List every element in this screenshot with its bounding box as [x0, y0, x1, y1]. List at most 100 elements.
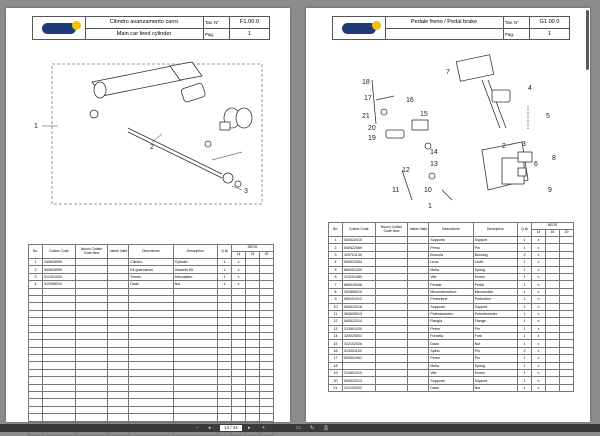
fit-page-icon[interactable]: ▭	[296, 425, 301, 431]
table-cell: Potentiometer	[472, 309, 518, 319]
table-row-empty	[28, 398, 275, 407]
table-cell	[128, 413, 174, 422]
table-cell	[216, 391, 232, 400]
table-row-empty	[28, 309, 275, 319]
table-cell	[407, 376, 430, 385]
table-cell	[374, 346, 409, 356]
table-cell	[407, 309, 430, 319]
table-cell	[107, 413, 130, 422]
table-cell	[407, 250, 430, 260]
table-cell: 1	[516, 265, 532, 274]
col-neos-16: 16	[544, 229, 560, 237]
table-cell	[28, 398, 43, 407]
table-cell	[244, 413, 260, 422]
table-cell: x	[530, 361, 546, 371]
table-cell	[558, 339, 575, 348]
table-cell: 310601010	[342, 369, 376, 378]
table-cell: 14	[328, 332, 343, 341]
table-cell	[544, 339, 560, 348]
table-cell	[374, 339, 409, 348]
next-page-icon[interactable]: ▸	[248, 425, 251, 431]
table-cell: Support	[472, 235, 518, 245]
print-icon[interactable]: ⎙	[324, 425, 329, 431]
table-cell: 320020001	[342, 332, 376, 341]
table-cell: x	[530, 295, 546, 304]
table-cell: Supporto	[428, 376, 474, 385]
table-cell	[558, 346, 575, 356]
table-cell	[230, 391, 246, 400]
table-cell	[258, 405, 275, 415]
table-row-empty	[28, 368, 275, 378]
table-cell	[544, 272, 560, 282]
table-cell	[216, 361, 232, 370]
table-cell	[42, 331, 76, 341]
table-row-empty	[28, 331, 275, 341]
table-cell	[74, 361, 109, 370]
table-cell: Gaskets Kit	[172, 265, 218, 274]
table-cell	[172, 376, 218, 385]
callout-21: 21	[362, 113, 370, 120]
table-row-empty	[28, 287, 275, 296]
table-cell: 6	[328, 272, 343, 282]
callout-19: 19	[368, 135, 376, 142]
table-cell	[28, 391, 43, 400]
scrollbar-thumb[interactable]	[586, 10, 589, 70]
table-cell	[258, 361, 275, 370]
rotate-icon[interactable]: ↻	[310, 425, 315, 431]
table-cell: 3	[328, 250, 343, 260]
table-cell	[28, 302, 43, 311]
table-cell	[258, 413, 275, 422]
table-cell: Pedal	[472, 280, 518, 289]
table-cell	[74, 257, 109, 267]
table-cell	[74, 265, 109, 274]
col-neos: NEOS	[230, 244, 275, 252]
table-cell	[28, 361, 43, 370]
table-cell	[244, 391, 260, 400]
zoom-in-icon[interactable]: +	[262, 425, 265, 431]
zoom-out-icon[interactable]: −	[196, 425, 199, 431]
table-cell: Spring	[472, 265, 518, 274]
table-cell	[258, 302, 275, 311]
table-cell	[244, 339, 260, 348]
table-cell: 540522013	[342, 376, 376, 385]
table-cell: Spring	[472, 361, 518, 371]
prev-page-icon[interactable]: ◂	[208, 425, 211, 431]
table-cell	[128, 324, 174, 333]
table-row-empty	[28, 376, 275, 385]
page-indicator[interactable]: 13 / 34	[220, 425, 242, 431]
callout-7: 7	[446, 69, 450, 76]
table-cell	[107, 265, 130, 274]
table-cell	[244, 368, 260, 378]
table-cell	[244, 287, 260, 296]
table-cell	[374, 243, 409, 252]
table-cell: Protection	[472, 295, 518, 304]
table-cell: 1	[516, 309, 532, 319]
table-cell: 326701140	[342, 250, 376, 260]
table-cell: x	[530, 354, 546, 363]
table-cell: x	[530, 258, 546, 267]
table-cell	[172, 398, 218, 407]
table-cell: 3	[28, 272, 43, 282]
table-cell	[216, 405, 232, 415]
table-cell: Dado	[428, 339, 474, 348]
table-cell	[74, 398, 109, 407]
table-cell	[558, 383, 575, 393]
table-cell: 11	[328, 309, 343, 319]
table-cell	[244, 405, 260, 415]
table-cell	[258, 339, 275, 348]
table-cell	[107, 280, 130, 289]
table-cell: 17	[328, 354, 343, 363]
tav-label: Tav. N°	[503, 17, 530, 28]
table-cell	[544, 346, 560, 356]
table-cell	[258, 324, 275, 333]
table-cell	[374, 258, 409, 267]
